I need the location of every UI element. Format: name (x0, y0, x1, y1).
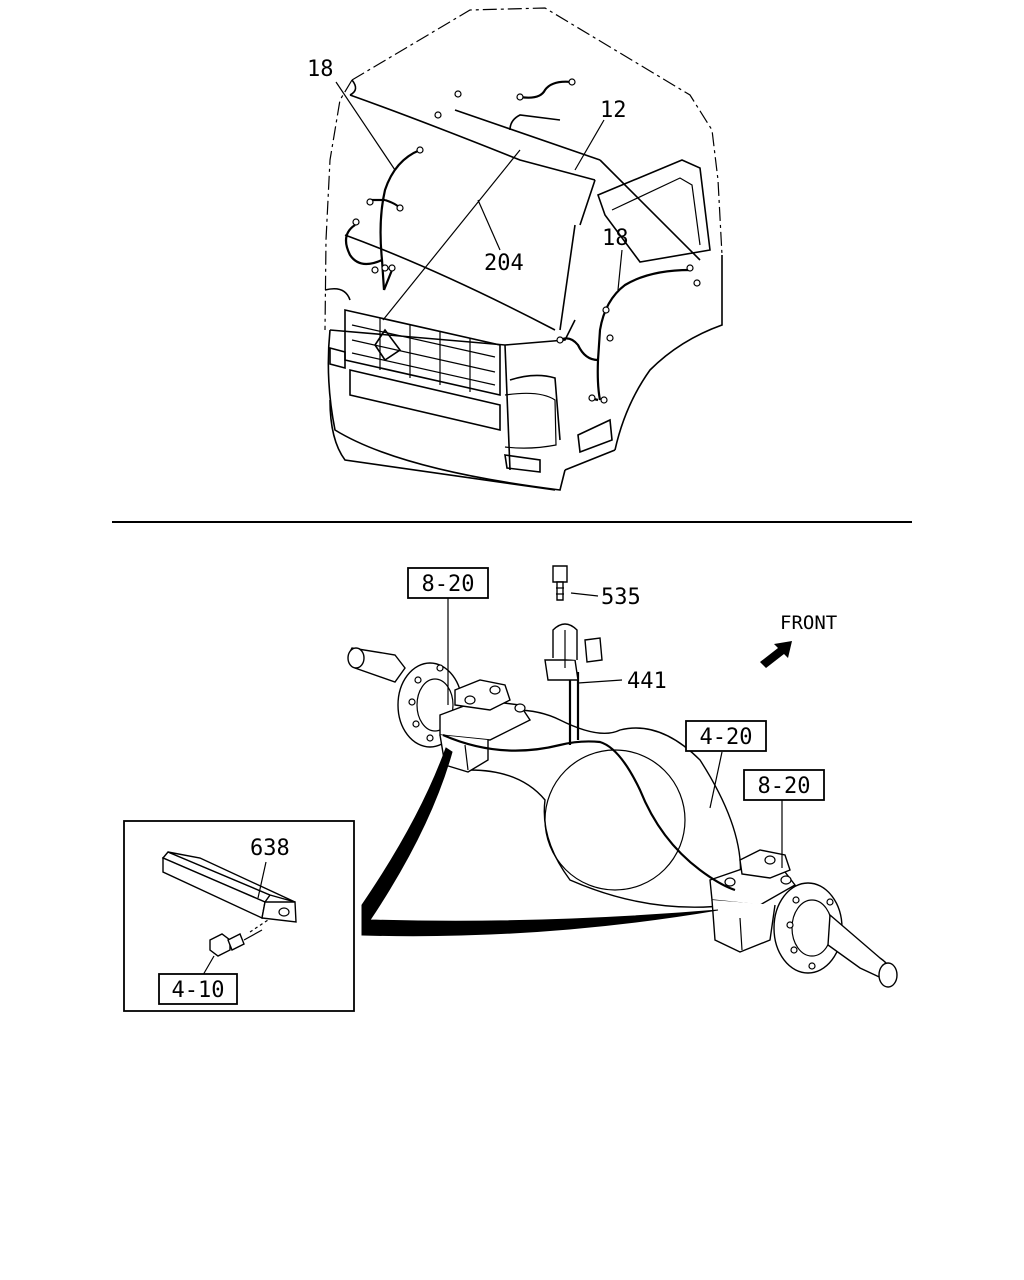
truck-cab-illustration (324, 7, 723, 491)
callout-204: 204 (484, 251, 524, 276)
ref-box-4-10: 4-10 (158, 973, 238, 1005)
rear-axle-illustration (347, 565, 898, 988)
ref-box-8-20-left: 8-20 (407, 567, 489, 599)
callout-441: 441 (627, 669, 667, 694)
ref-8-20-right-label: 8-20 (758, 774, 811, 799)
front-direction-arrow-icon (760, 641, 792, 668)
callout-18-left: 18 (307, 57, 334, 82)
callout-535: 535 (601, 585, 641, 610)
ref-box-4-20: 4-20 (685, 720, 767, 752)
ref-box-8-20-right: 8-20 (743, 769, 825, 801)
callout-638: 638 (250, 836, 290, 861)
callout-18-right: 18 (602, 226, 629, 251)
ref-4-10-label: 4-10 (172, 978, 225, 1003)
ref-4-20-label: 4-20 (700, 725, 753, 750)
front-label: FRONT (780, 612, 837, 634)
callout-12: 12 (600, 98, 627, 123)
ref-8-20-left-label: 8-20 (422, 572, 475, 597)
